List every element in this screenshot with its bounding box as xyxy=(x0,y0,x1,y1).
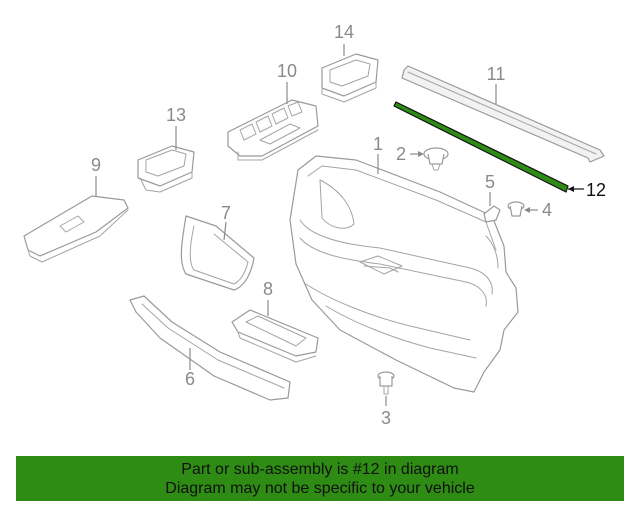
part-14-switch[interactable] xyxy=(321,53,379,103)
part-6-trim-strip[interactable] xyxy=(129,295,291,401)
banner-line-1: Part or sub-assembly is #12 in diagram xyxy=(181,461,459,478)
part-4-push-clip[interactable] xyxy=(507,201,525,217)
callout-1: 1 xyxy=(373,134,383,154)
part-5-clip[interactable] xyxy=(483,205,501,223)
arrowhead-2 xyxy=(418,151,424,157)
callout-5: 5 xyxy=(485,172,495,192)
leader-7 xyxy=(223,221,227,241)
banner-line-2: Diagram may not be specific to your vehi… xyxy=(165,480,475,497)
callout-13: 13 xyxy=(166,105,186,125)
callout-11: 11 xyxy=(487,64,506,84)
callout-9: 9 xyxy=(91,155,101,175)
part-11-window-seal[interactable] xyxy=(401,65,605,163)
arrowhead-4 xyxy=(524,207,530,213)
callout-12: 12 xyxy=(586,180,606,200)
callout-10: 10 xyxy=(277,61,297,81)
part-9-switch-bezel[interactable] xyxy=(23,195,129,263)
part-10-window-switch-panel[interactable] xyxy=(227,99,319,161)
part-7-handle-trim[interactable] xyxy=(180,215,255,291)
part-1-door-panel[interactable] xyxy=(289,155,519,393)
callout-2: 2 xyxy=(396,144,406,164)
part-3-screw[interactable] xyxy=(377,371,395,395)
info-banner: Part or sub-assembly is #12 in diagram D… xyxy=(16,456,624,501)
part-13-switch[interactable] xyxy=(137,145,195,193)
callout-7: 7 xyxy=(221,203,231,223)
part-8-pull-handle[interactable] xyxy=(231,309,319,363)
callout-6: 6 xyxy=(185,369,195,389)
callout-4: 4 xyxy=(542,200,552,220)
part-2-clip[interactable] xyxy=(423,147,449,171)
callout-8: 8 xyxy=(263,279,273,299)
arrowhead-12 xyxy=(568,186,574,192)
part-12-inner-seal-strip[interactable] xyxy=(393,101,569,193)
callout-14: 14 xyxy=(334,22,354,42)
callout-3: 3 xyxy=(381,408,391,428)
